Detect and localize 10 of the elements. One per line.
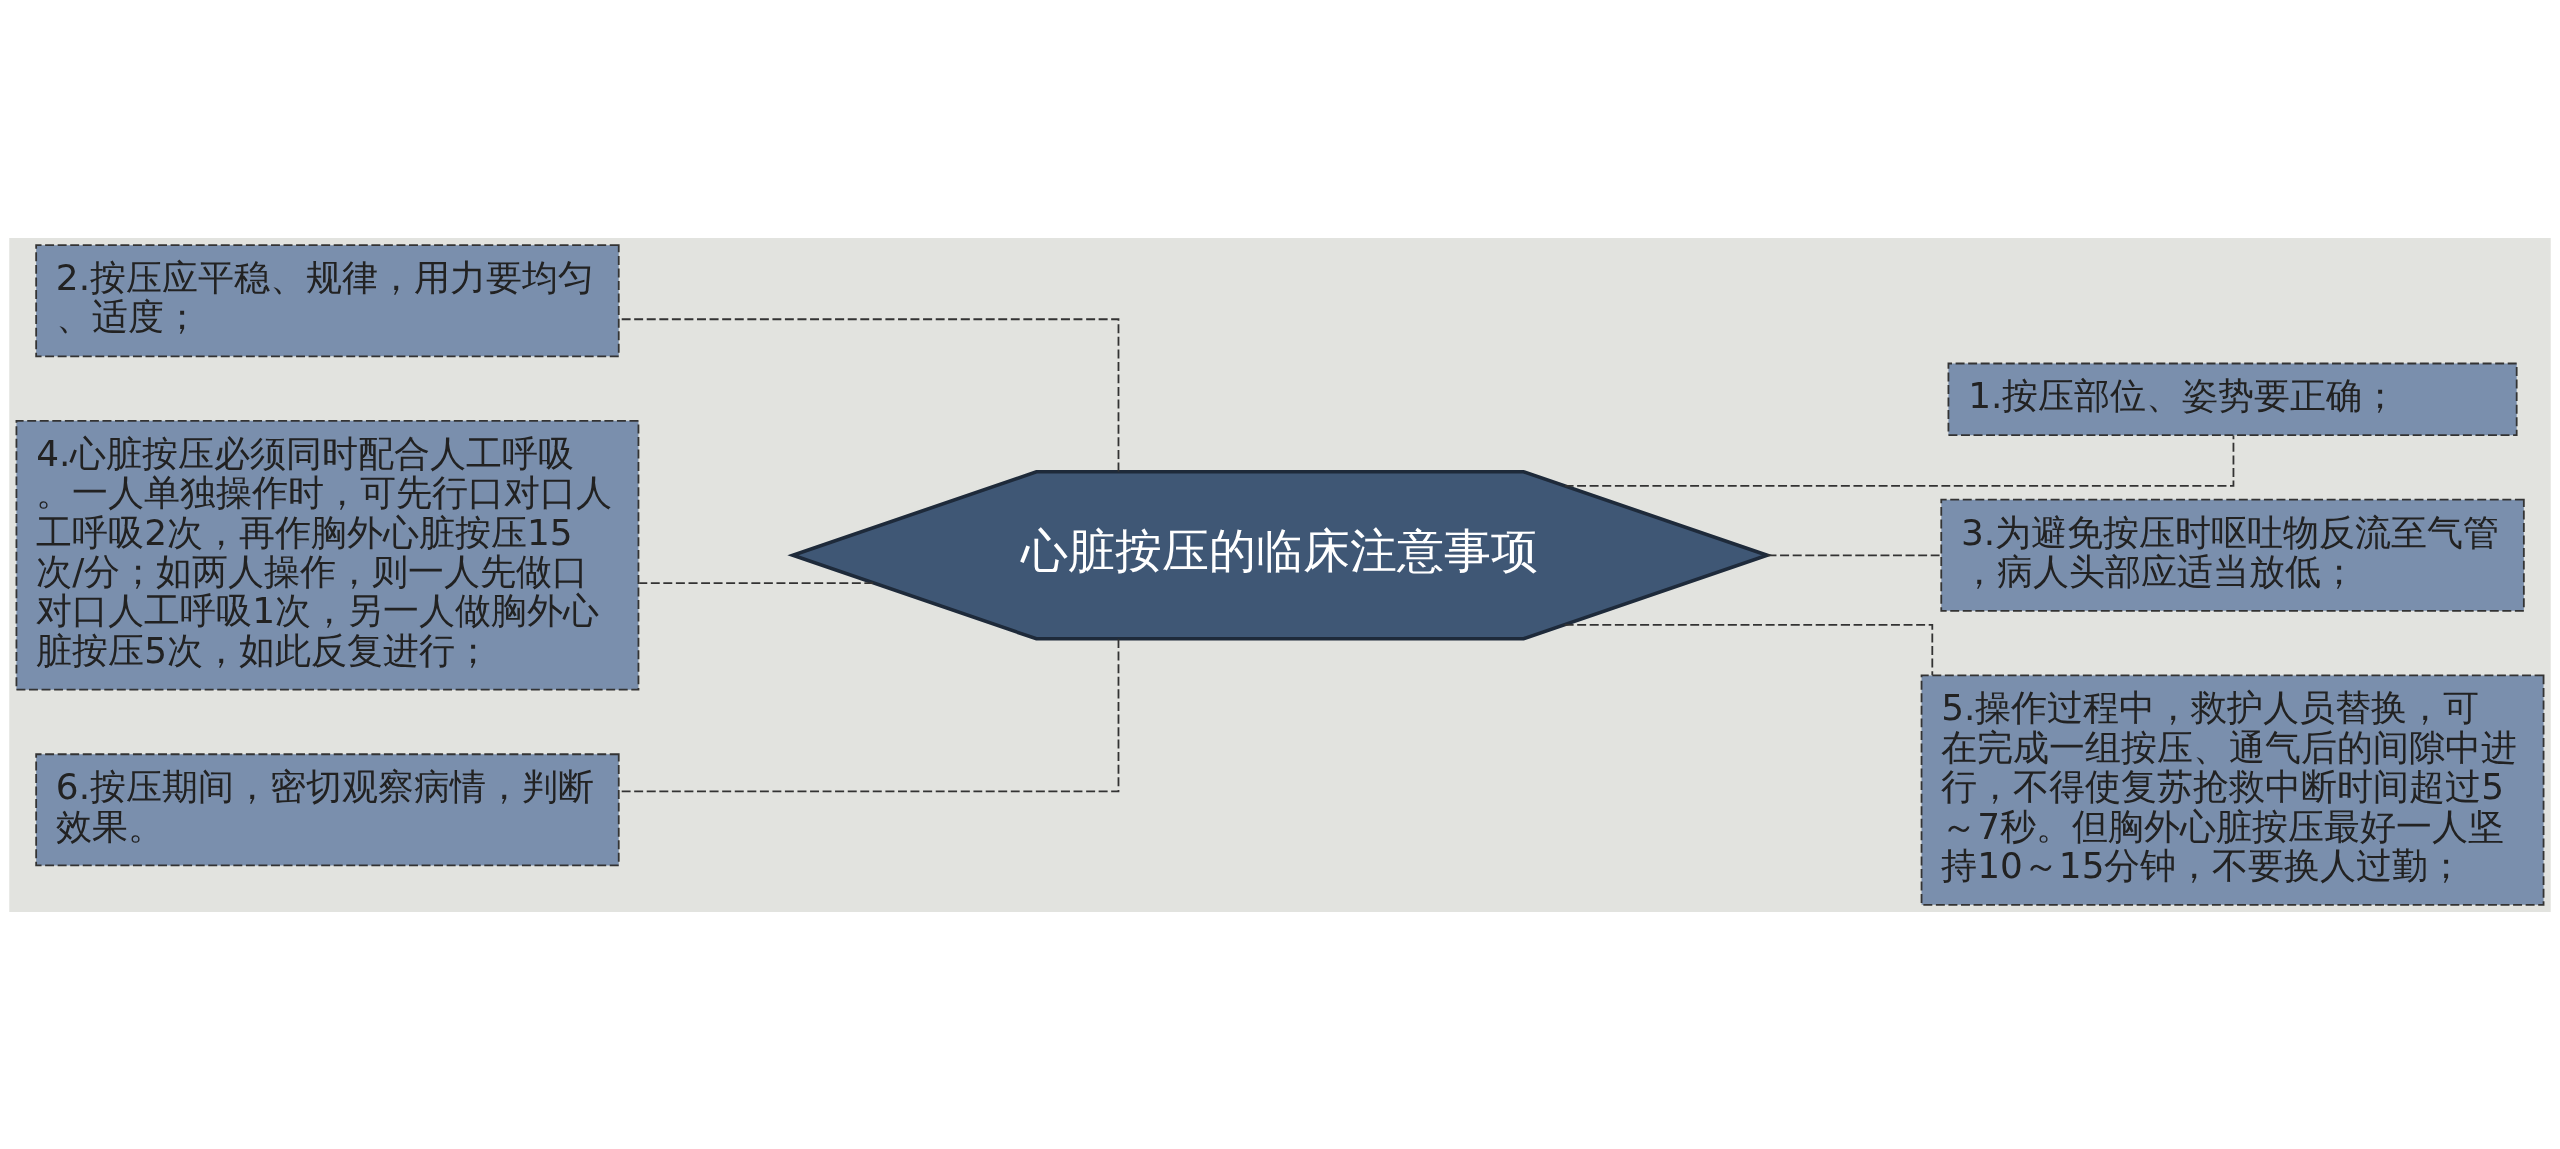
connector [1766, 553, 1942, 556]
connector [1563, 623, 1934, 676]
node-box: 1.按压部位、姿势要正确； [1947, 362, 2518, 436]
node-box: 2.按压应平稳、规律，用力要均匀、适度； [35, 243, 620, 357]
connector [638, 581, 875, 584]
node-box: 5.操作过程中，救护人员替换，可在完成一组按压、通气后的间隙中进行，不得使复苏抢救中断时间超过5～7秒。但胸外心脏按压最好一人坚持10～15分钟，不要换人过勤； [1920, 674, 2545, 906]
node-box: 4.心脏按压必须同时配合人工呼吸。一人单独操作时，可先行口对口人工呼吸2次，再作胸外心脏按压15次/分；如两人操作，则一人先做口对口人工呼吸1次，另一人做胸外心脏按压5次，如此反复进行； [15, 419, 640, 691]
node-box: 6.按压期间，密切观察病情，判断效果。 [35, 752, 620, 866]
node-box: 3.为避免按压时呕吐物反流至气管，病人头部应适当放低； [1940, 498, 2525, 612]
connector [1563, 434, 2235, 487]
